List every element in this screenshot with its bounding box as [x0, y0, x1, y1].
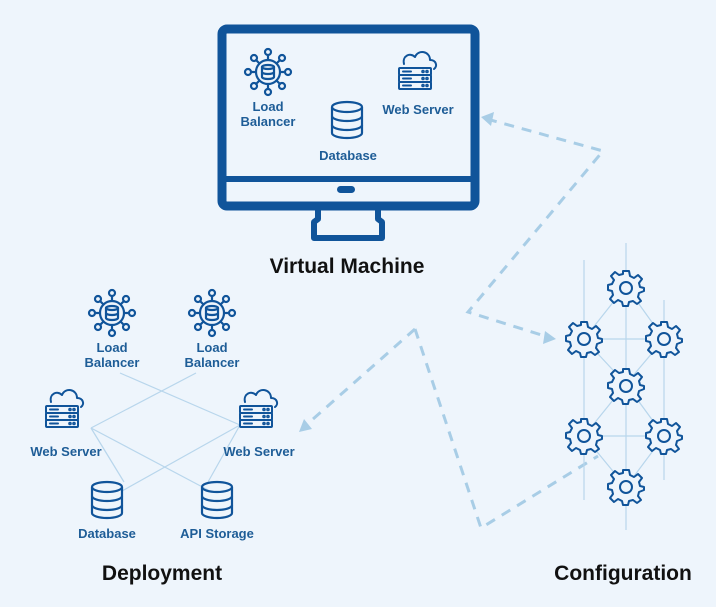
vm-web-server-label: Web Server [382, 102, 454, 117]
vm-load-balancer-icon [243, 47, 293, 97]
deploy-database-label: Database [78, 526, 136, 541]
deploy-web-server-1-label: Web Server [30, 444, 102, 459]
vm-database-icon [330, 100, 364, 140]
gear-icon [645, 321, 683, 358]
gear-icon [565, 321, 603, 358]
virtual-machine-title: Virtual Machine [269, 255, 425, 278]
gear-icon [565, 418, 603, 455]
deploy-load-balancer-1-icon [87, 288, 137, 338]
vm-database-label: Database [319, 148, 377, 163]
arrow-to-deployment-icon [299, 419, 312, 432]
deploy-load-balancer-2-label: Load Balancer [184, 340, 240, 370]
deploy-api-storage-icon [200, 480, 234, 520]
arrow-to-config-icon [543, 331, 556, 344]
configuration-title: Configuration [554, 562, 692, 585]
monitor-icon [217, 24, 480, 241]
dashed-connectors [303, 117, 606, 531]
arrow-to-vm-icon [481, 112, 494, 126]
deploy-api-storage-label: API Storage [180, 526, 254, 541]
deploy-load-balancer-1-label: Load Balancer [84, 340, 140, 370]
arrowheads [299, 112, 556, 432]
deployment-title: Deployment [101, 562, 223, 585]
deploy-web-server-2-label: Web Server [223, 444, 295, 459]
deploy-web-server-2-icon [239, 388, 279, 428]
deployment-connections [90, 372, 241, 492]
gear-icon [607, 469, 645, 506]
deploy-database-icon [90, 480, 124, 520]
gear-icon [645, 418, 683, 455]
deploy-web-server-1-icon [45, 388, 85, 428]
gear-icon [607, 368, 645, 405]
gear-icon [607, 270, 645, 307]
vm-web-server-icon [398, 50, 438, 90]
vm-load-balancer-label: Load Balancer [240, 99, 296, 129]
deploy-load-balancer-2-icon [187, 288, 237, 338]
